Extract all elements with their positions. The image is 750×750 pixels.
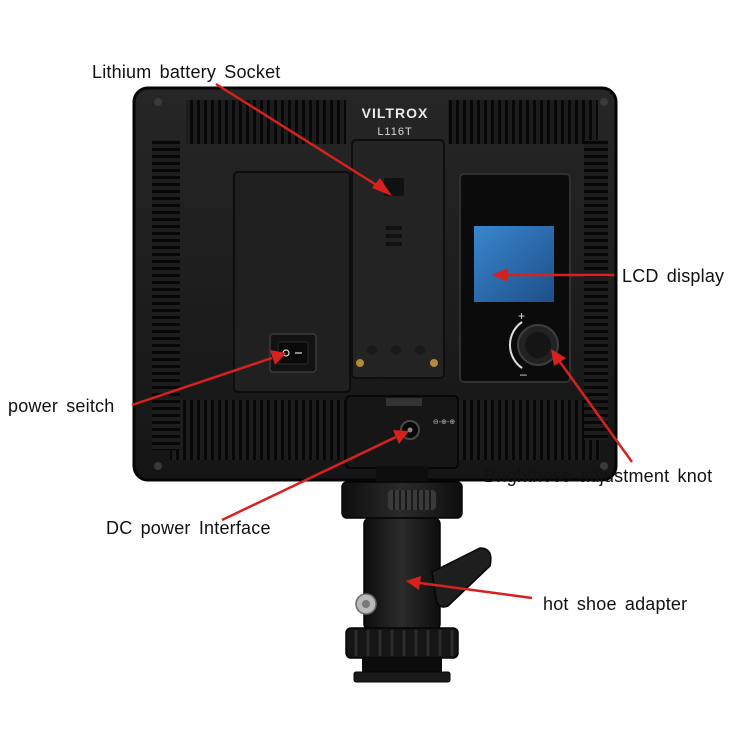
- shoe-plate: [353, 671, 451, 683]
- callout-brightness-knob: Brightness adjustment knot: [484, 466, 713, 486]
- battery-dimple: [391, 345, 401, 355]
- battery-contact-icon: [430, 359, 438, 367]
- arrow-lcd-display: [492, 268, 614, 282]
- left-recess: [233, 171, 351, 393]
- mount-lever[interactable]: [431, 547, 492, 608]
- brand-logo: VILTROX: [362, 105, 429, 121]
- shoe-foot: [362, 658, 442, 672]
- bottom-vents-left: [170, 400, 348, 460]
- callout-lcd-display: LCD display: [622, 266, 725, 286]
- dc-polarity-icon: ⊖-⊕-⊕: [433, 419, 455, 426]
- bottom-vents-right: [450, 400, 600, 460]
- arrow-hot-shoe: [406, 576, 533, 600]
- mount-stem: [363, 517, 441, 631]
- brightness-arc-icon: [509, 321, 523, 369]
- battery-dimple: [415, 345, 425, 355]
- screw: [154, 98, 162, 106]
- screw: [600, 98, 608, 106]
- callout-dc-power: DC power Interface: [106, 518, 271, 538]
- screw: [154, 462, 162, 470]
- battery-dimple: [367, 345, 377, 355]
- top-vents-right: [448, 100, 598, 144]
- model-label: L116T: [377, 126, 412, 138]
- callout-hot-shoe: hot shoe adapter: [543, 594, 688, 614]
- hot-shoe-mount: [341, 466, 492, 683]
- screw: [600, 462, 608, 470]
- callout-arrows: [131, 82, 634, 600]
- battery-socket-plate: [351, 139, 445, 379]
- callout-power-switch: power seitch: [8, 396, 115, 416]
- arrow-battery-socket: [215, 82, 392, 196]
- mount-bolt-core: [362, 600, 370, 608]
- thumbwheel-ridges: [393, 490, 431, 510]
- brightness-knob-cap: [525, 332, 551, 358]
- lcd-screen: [474, 226, 554, 302]
- arrow-power-switch: [131, 350, 286, 407]
- battery-contact-icon: [356, 359, 364, 367]
- battery-rail: [386, 226, 402, 230]
- dc-block-top: [386, 398, 422, 406]
- led-panel: VILTROX L116T + – ⊖-⊕-⊕: [132, 86, 618, 482]
- arrow-brightness-knob: [551, 349, 634, 463]
- arrow-dc-power: [221, 430, 409, 522]
- battery-rail: [386, 234, 402, 238]
- mount-neck: [376, 466, 428, 484]
- plus-icon: +: [518, 309, 525, 323]
- left-vents: [152, 140, 180, 450]
- top-vents-left: [186, 100, 346, 144]
- callout-battery-socket: Lithium battery Socket: [92, 62, 281, 82]
- right-vents: [584, 140, 608, 440]
- battery-rail: [386, 242, 402, 246]
- collar-ridges: [354, 630, 454, 656]
- minus-icon: –: [520, 367, 527, 381]
